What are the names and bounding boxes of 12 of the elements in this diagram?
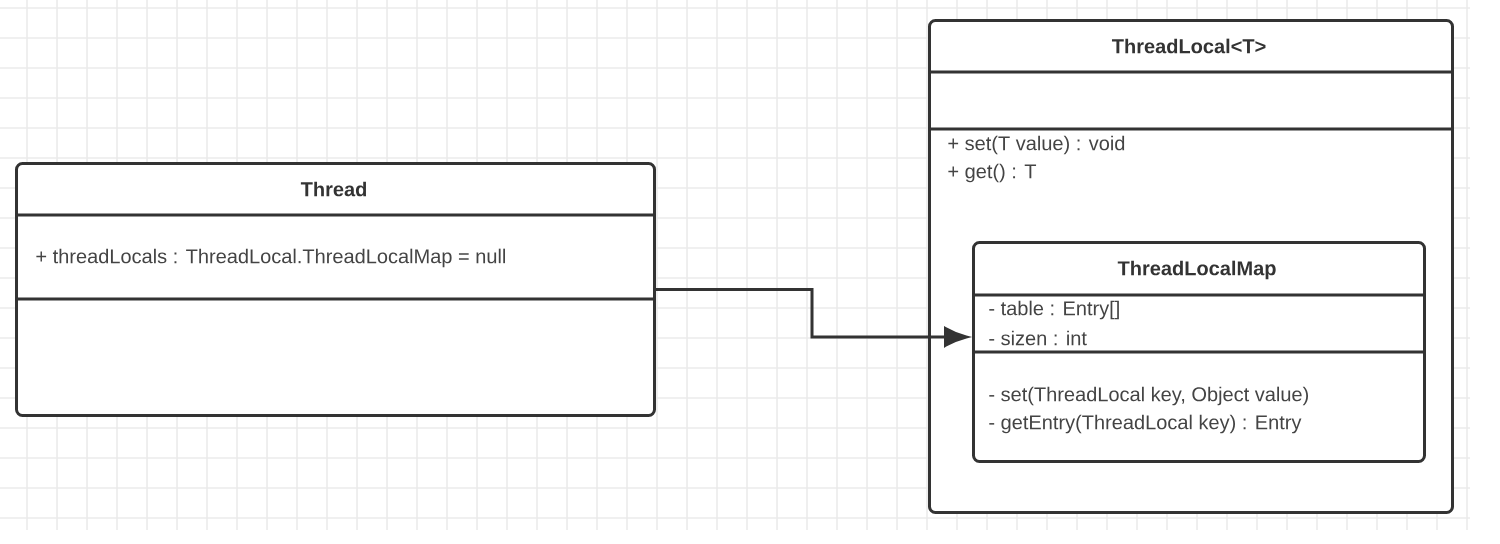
class-name: ThreadLocal<T> xyxy=(1112,38,1266,54)
member-text: - set(ThreadLocal key, Object value) xyxy=(989,386,1308,406)
member-text: - sizen : int xyxy=(989,330,1087,346)
class-box xyxy=(972,241,1426,463)
member-text: + threadLocals : ThreadLocal.ThreadLocalMap = null xyxy=(36,248,505,268)
member-text: - table : Entry[] xyxy=(989,300,1119,320)
member-text: - getEntry(ThreadLocal key) : Entry xyxy=(989,414,1302,434)
class-name: ThreadLocalMap xyxy=(1117,260,1276,280)
member-text: + get() : T xyxy=(948,163,1037,183)
class-name: Thread xyxy=(300,181,367,197)
member-text: + set(T value) : void xyxy=(948,135,1125,155)
class-box xyxy=(15,162,656,417)
